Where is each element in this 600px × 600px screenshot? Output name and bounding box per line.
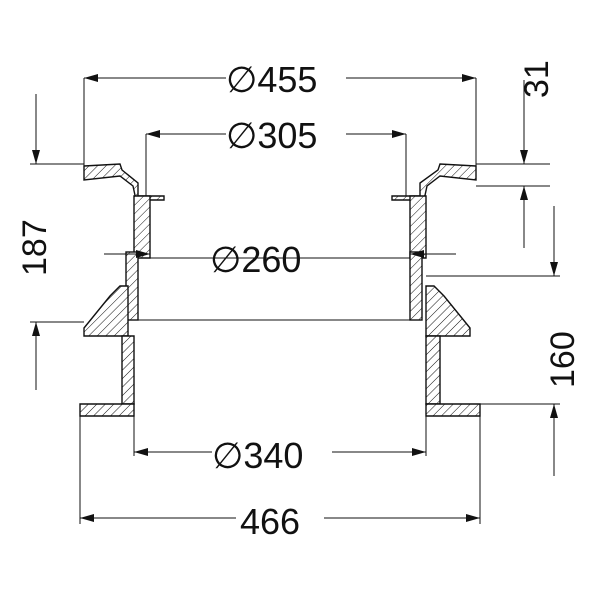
sleeve-wall-right — [409, 251, 423, 321]
h160-label: 160 — [544, 331, 582, 388]
lower-wall-left — [121, 335, 135, 405]
d455-label: ∅455 — [226, 59, 317, 100]
d340-label: ∅340 — [212, 435, 303, 476]
lower-wall-right — [425, 335, 441, 405]
middle-sleeve — [125, 251, 423, 321]
top-flange-right — [391, 163, 477, 201]
w466-label: 466 — [240, 501, 300, 542]
dimension-d455: ∅455 — [83, 59, 477, 166]
h31-label: 31 — [518, 60, 556, 98]
lower-frame-part — [79, 285, 481, 417]
dimension-h31: 31 — [476, 60, 556, 248]
top-wall-right — [409, 195, 427, 259]
lower-ring-right — [425, 285, 471, 337]
dimension-d340: ∅340 — [133, 416, 427, 476]
dimension-w466: 466 — [79, 416, 481, 542]
dimension-h187: 187 — [16, 94, 84, 390]
top-flange-left — [83, 163, 165, 201]
lower-flange-right — [425, 403, 481, 417]
top-frame-part — [83, 163, 477, 259]
lower-ring-left — [83, 285, 129, 337]
top-wall-left — [133, 195, 151, 259]
dimension-h160: 160 — [426, 206, 582, 476]
lower-flange-left — [79, 403, 135, 417]
h187-label: 187 — [16, 219, 54, 276]
dimension-d260: ∅260 — [104, 239, 456, 280]
d305-label: ∅305 — [226, 115, 317, 156]
dimension-d305: ∅305 — [145, 115, 407, 196]
d260-label: ∅260 — [210, 239, 301, 280]
